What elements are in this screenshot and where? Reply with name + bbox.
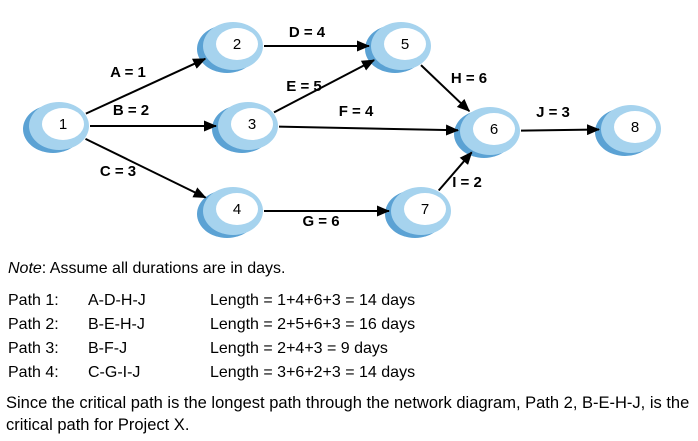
note-text: : Assume all durations are in days. — [41, 260, 286, 277]
path-row-3: Path 3: B-F-J Length = 2+4+3 = 9 days — [8, 337, 415, 361]
path-row-2: Path 2: B-E-H-J Length = 2+5+6+3 = 16 da… — [8, 313, 415, 337]
node-number: 4 — [233, 201, 241, 218]
path-length: Length = 1+4+6+3 = 14 days — [210, 292, 416, 309]
diagram-edge-C: C = 3 — [85, 138, 207, 199]
node-number: 7 — [421, 201, 429, 218]
node-number: 3 — [248, 116, 256, 133]
diagram-node-8: 8 — [595, 105, 661, 156]
node-number: 5 — [401, 36, 409, 53]
edge-label: E = 5 — [286, 78, 321, 95]
diagram-node-3: 3 — [212, 102, 278, 153]
diagram-edge-D: D = 4 — [264, 24, 370, 52]
node-number: 1 — [59, 116, 67, 133]
diagram-edge-A: A = 1 — [85, 57, 207, 115]
edge-label: J = 3 — [536, 104, 570, 121]
edge-label: I = 2 — [452, 174, 482, 191]
diagram-node-2: 2 — [197, 22, 263, 73]
edge-label: H = 6 — [451, 70, 487, 87]
diagram-node-7: 7 — [385, 187, 451, 238]
conclusion-text: Since the critical path is the longest p… — [6, 394, 690, 434]
diagram-node-4: 4 — [197, 187, 263, 238]
node-number: 6 — [490, 121, 498, 138]
path-name: Path 2: — [8, 316, 59, 333]
diagram-edge-G: G = 6 — [264, 205, 390, 230]
edge-label: G = 6 — [302, 213, 339, 230]
note-line: Note: Assume all durations are in days. — [8, 260, 285, 278]
diagram-node-6: 6 — [454, 107, 520, 158]
edge-label: C = 3 — [100, 163, 136, 180]
edge-label: B = 2 — [113, 102, 149, 119]
path-route: C-G-I-J — [88, 364, 141, 381]
paths-list: Path 1: A-D-H-J Length = 1+4+6+3 = 14 da… — [8, 289, 415, 385]
diagram-edge-E: E = 5 — [273, 59, 375, 114]
path-length: Length = 2+4+3 = 9 days — [210, 340, 388, 357]
path-route: A-D-H-J — [88, 292, 146, 309]
path-row-4: Path 4: C-G-I-J Length = 3+6+2+3 = 14 da… — [8, 361, 415, 385]
edge-label: F = 4 — [339, 103, 374, 120]
path-name: Path 3: — [8, 340, 59, 357]
path-row-1: Path 1: A-D-H-J Length = 1+4+6+3 = 14 da… — [8, 289, 415, 313]
diagram-edge-J: J = 3 — [520, 104, 600, 136]
edge-label: D = 4 — [289, 24, 326, 41]
path-name: Path 4: — [8, 364, 59, 381]
path-route: B-E-H-J — [88, 316, 145, 333]
diagram-node-5: 5 — [365, 22, 431, 73]
diagram-edge-B: B = 2 — [90, 102, 217, 132]
edge-label: A = 1 — [110, 64, 146, 81]
diagram-edge-H: H = 6 — [420, 64, 487, 112]
node-number: 8 — [631, 119, 639, 136]
node-number: 2 — [233, 36, 241, 53]
path-name: Path 1: — [8, 292, 59, 309]
path-route: B-F-J — [88, 340, 128, 357]
path-length: Length = 2+5+6+3 = 16 days — [210, 316, 416, 333]
note-prefix: Note — [8, 260, 42, 277]
diagram-edge-I: I = 2 — [437, 151, 482, 192]
path-length: Length = 3+6+2+3 = 14 days — [210, 364, 416, 381]
diagram-edge-F: F = 4 — [278, 103, 459, 136]
network-diagram: 1 2 3 4 5 6 7 8 A = 1 B = 2 C = 3 D = 4 E = 5 F = 4 G … — [23, 22, 661, 238]
diagram-node-1: 1 — [23, 102, 89, 153]
